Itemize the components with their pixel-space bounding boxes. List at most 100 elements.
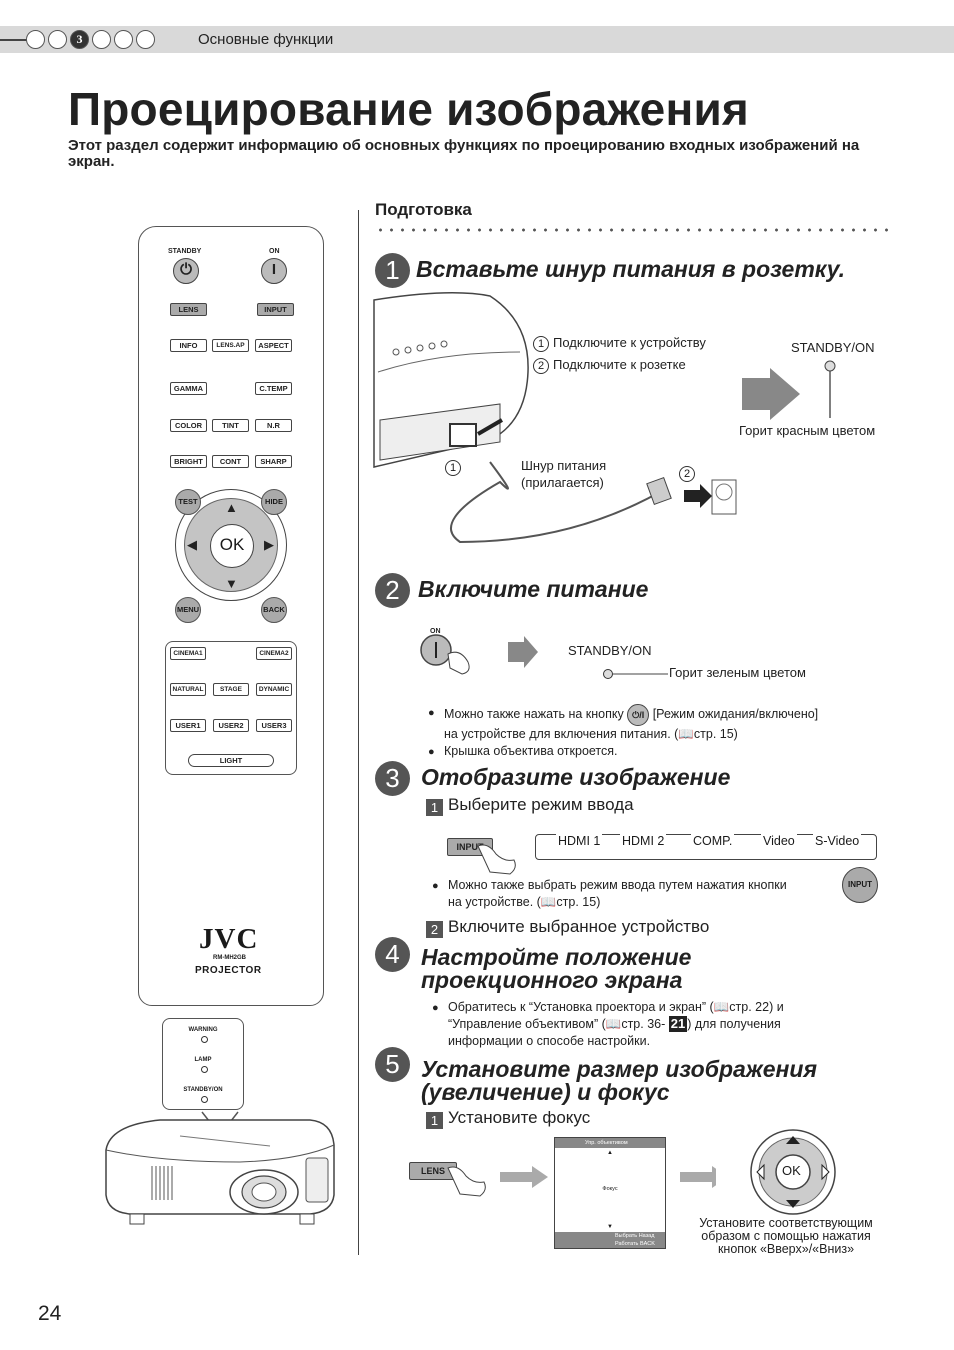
remote-aspect-button: ASPECT — [255, 339, 292, 352]
remote-gamma-button: GAMMA — [170, 382, 207, 395]
standby-led-icon — [201, 1096, 208, 1103]
remote-cinema2-button: CINEMA2 — [256, 647, 292, 660]
step-2-badge: 2 — [375, 573, 410, 608]
ok-button-label: OK — [782, 1163, 801, 1178]
remote-stage-button: STAGE — [213, 683, 249, 696]
remote-bright-button: BRIGHT — [170, 455, 207, 468]
input-hdmi1: HDMI 1 — [556, 834, 603, 848]
power-cord-label: Шнур питания (прилагается) — [521, 458, 607, 490]
arrow-down-icon: ▼ — [607, 1224, 613, 1230]
page-intro: Этот раздел содержит информацию об основ… — [68, 137, 860, 170]
step-5-caption: Установите соответствующим образом с пом… — [680, 1217, 892, 1256]
header-rule — [0, 39, 30, 41]
remote-standby-label: STANDBY — [168, 248, 202, 255]
page-ref-badge: 21 — [668, 1016, 688, 1032]
step-2-bullet-2: Крышка объектива откроется. — [428, 743, 617, 761]
remote-ctemp-button: C.TEMP — [255, 382, 292, 395]
remote-hide-button: HIDE — [261, 489, 287, 515]
callout-1-marker: 1 — [445, 460, 461, 476]
bullet-ref: стр. 15) — [556, 895, 601, 909]
step-4-bullet: Обратитесь к “Установка проектора и экра… — [432, 999, 878, 1050]
standby-power-icon: ⏻ — [173, 258, 199, 284]
remote-user2-button: USER2 — [213, 719, 249, 732]
step-1-indicator-state: Горит красным цветом — [739, 423, 876, 438]
book-ref-icon: 📖 — [540, 895, 557, 909]
substep-number: 1 — [426, 799, 443, 816]
bullet-ref: стр. 15) — [693, 727, 738, 741]
chapter-marker — [114, 30, 133, 49]
remote-ok-button: OK — [210, 524, 254, 568]
indicator-led-icon — [603, 669, 668, 679]
projector-illustration — [105, 1111, 335, 1225]
caption-line: кнопок «Вверх»/«Вниз» — [717, 1242, 855, 1256]
step-4-title-line-1: Настройте положение — [421, 944, 692, 970]
bullet-text: ) для получения — [687, 1017, 781, 1031]
caption-line: Установите соответствующим — [699, 1216, 873, 1230]
page-number: 24 — [38, 1302, 62, 1325]
substep-number: 1 — [426, 1112, 443, 1129]
dpad-ring: OK — [184, 498, 278, 592]
bullet-text: “Управление объективом” ( — [448, 1017, 606, 1031]
remote-color-button: COLOR — [170, 419, 207, 432]
lens-step-arrows — [447, 1166, 716, 1197]
step-5-substep-1: 1 Установите фокус — [426, 1108, 590, 1129]
remote-dynamic-button: DYNAMIC — [256, 683, 292, 696]
substep-number: 2 — [426, 921, 443, 938]
section-label: Основные функции — [198, 31, 334, 48]
lamp-led-icon — [201, 1066, 208, 1073]
screen-run-hint: Работать — [615, 1241, 639, 1247]
screen-focus-label: Фокус — [602, 1186, 618, 1192]
input-video: Video — [761, 834, 797, 848]
input-hdmi2: HDMI 2 — [620, 834, 667, 848]
jvc-logo: JVC — [199, 923, 259, 955]
warning-indicator-label: WARNING — [188, 1027, 218, 1033]
remote-nr-button: N.R — [255, 419, 292, 432]
input-comp: COMP. — [691, 834, 735, 848]
on-power-icon: I — [261, 258, 287, 284]
bullet-ref: стр. 36- — [621, 1017, 666, 1031]
remote-lens-button: LENS — [170, 303, 207, 316]
picture-mode-group: CINEMA1 CINEMA2 NATURAL STAGE DYNAMIC US… — [165, 641, 297, 775]
warning-led-icon — [201, 1036, 208, 1043]
book-ref-icon: 📖 — [605, 1017, 622, 1031]
chapter-marker — [48, 30, 67, 49]
step-1-indicator-label: STANDBY/ON — [791, 340, 875, 355]
remote-input-button: INPUT — [257, 303, 294, 316]
dotted-divider — [375, 228, 890, 232]
arrow-up-icon: ▲ — [607, 1150, 613, 1156]
step-5-title-line-1: Установите размер изображения — [421, 1056, 818, 1082]
step-3-badge: 3 — [375, 761, 410, 796]
step-3-title: Отобразите изображение — [421, 764, 731, 790]
callout-2-text: Подключите к розетке — [553, 357, 686, 372]
remote-on-label: ON — [269, 248, 280, 255]
screen-back-key: BACK — [639, 1241, 655, 1247]
chapter-header-band — [0, 26, 954, 53]
column-divider — [358, 210, 359, 1255]
arrow-left-icon: ◀ — [187, 537, 197, 552]
step-2-on-label: ON — [430, 628, 441, 635]
step-4-badge: 4 — [375, 937, 410, 972]
remote-lensap-button: LENS.AP — [212, 339, 249, 352]
bullet-ref: стр. 22) и — [729, 1000, 784, 1014]
caption-line: образом с помощью нажатия — [701, 1229, 871, 1243]
remote-projector-label: PROJECTOR — [195, 965, 262, 976]
bullet-text: Можно также нажать на кнопку — [444, 707, 624, 721]
substep-text: Установите фокус — [448, 1108, 591, 1127]
bullet-text: на устройстве для включения питания. ( — [444, 727, 679, 741]
remote-cinema1-button: CINEMA1 — [170, 647, 206, 660]
callout-2-marker: 2 — [679, 466, 695, 482]
remote-info-button: INFO — [170, 339, 207, 352]
preparation-heading: Подготовка — [375, 200, 472, 219]
chapter-marker-active: 3 — [70, 30, 89, 49]
step-3-bullet: Можно также выбрать режим ввода путем на… — [432, 877, 848, 911]
bullet-text: информации о способе настройки. — [448, 1034, 651, 1048]
lens-button-illustration: LENS — [409, 1162, 457, 1180]
step-1-title: Вставьте шнур питания в розетку. — [416, 256, 846, 282]
screen-select-hint: Выбрать — [615, 1233, 638, 1239]
callout-1-icon: 1 — [533, 336, 549, 352]
remote-user3-button: USER3 — [256, 719, 292, 732]
chapter-marker — [26, 30, 45, 49]
step-4-title-line-2: проекционного экрана — [421, 967, 683, 993]
arrow-up-icon: ▲ — [225, 500, 238, 515]
